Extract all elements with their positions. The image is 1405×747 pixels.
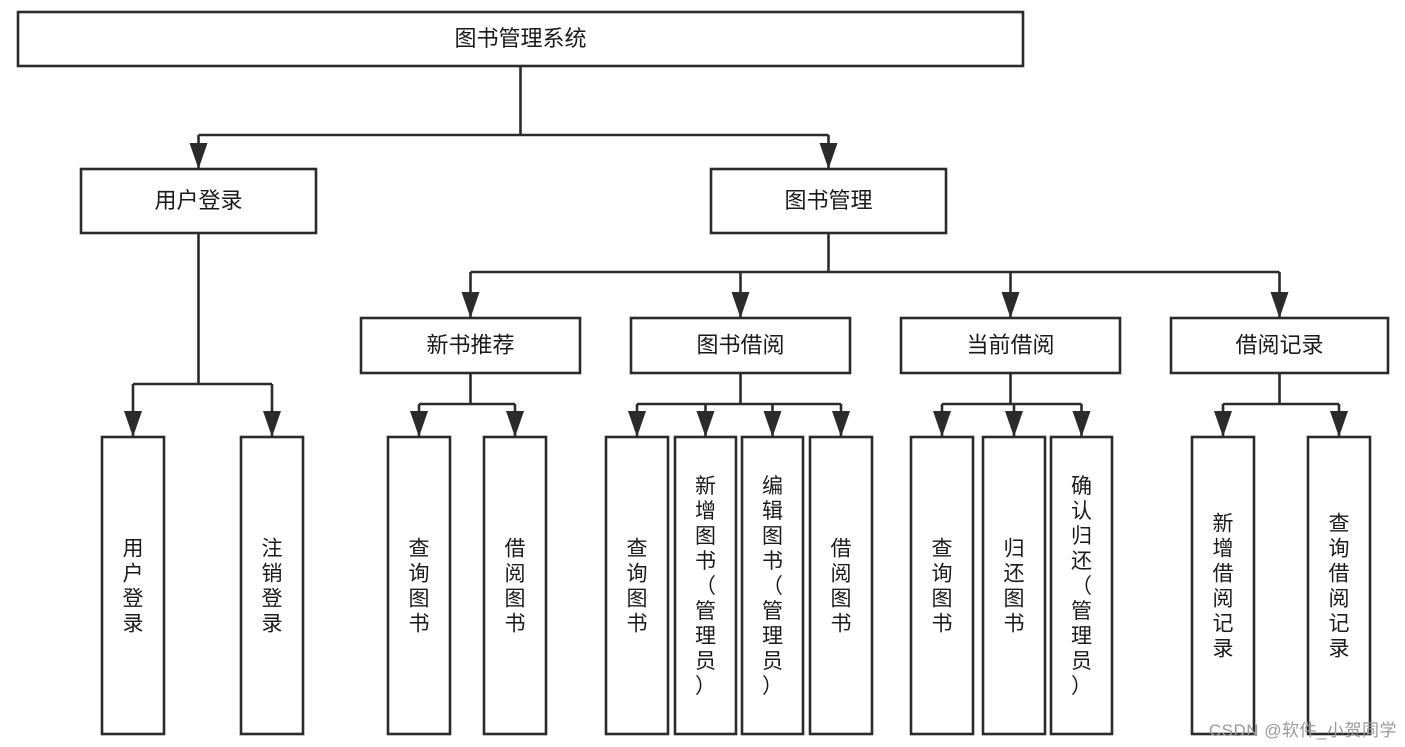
connectors-layer bbox=[124, 66, 1348, 437]
node-box-root bbox=[16, 10, 1025, 68]
node-leaf-confirm-return[interactable]: 确认归还（管理员） bbox=[1049, 435, 1114, 736]
arrow-head-icon-current-borrow bbox=[1001, 292, 1020, 318]
node-box-leaf-borrow-book-1 bbox=[482, 435, 548, 736]
arrow-head-icon-leaf-query-book-2 bbox=[628, 411, 646, 437]
node-box-leaf-user-logout bbox=[239, 435, 305, 736]
node-box-user-login bbox=[79, 167, 318, 235]
arrow-head-icon-leaf-query-book-1 bbox=[410, 411, 428, 437]
node-label-book-management: 图书管理 bbox=[784, 188, 872, 213]
node-box-leaf-user-login bbox=[100, 435, 166, 736]
node-leaf-user-login[interactable]: 用户登录 bbox=[100, 435, 166, 736]
node-leaf-query-book-1[interactable]: 查询图书 bbox=[386, 435, 452, 736]
node-label-leaf-user-login: 用户登录 bbox=[123, 538, 144, 636]
node-label-leaf-query-book-1: 查询图书 bbox=[409, 538, 430, 636]
node-label-leaf-query-book-3: 查询图书 bbox=[932, 538, 953, 636]
node-label-borrow-record: 借阅记录 bbox=[1235, 332, 1323, 357]
node-book-management[interactable]: 图书管理 bbox=[709, 167, 948, 235]
node-leaf-user-logout[interactable]: 注销登录 bbox=[239, 435, 305, 736]
node-box-book-borrow bbox=[629, 316, 852, 375]
node-box-borrow-record bbox=[1169, 316, 1390, 375]
arrow-head-icon-leaf-add-record bbox=[1214, 411, 1232, 437]
node-new-book-recommend[interactable]: 新书推荐 bbox=[359, 316, 582, 375]
node-label-leaf-add-record: 新增借阅记录 bbox=[1213, 513, 1234, 661]
node-label-new-book-recommend: 新书推荐 bbox=[426, 332, 514, 357]
node-leaf-query-book-3[interactable]: 查询图书 bbox=[909, 435, 975, 736]
arrow-head-icon-leaf-borrow-book-1 bbox=[506, 411, 524, 437]
node-label-leaf-query-record: 查询借阅记录 bbox=[1329, 513, 1350, 661]
node-book-borrow[interactable]: 图书借阅 bbox=[629, 316, 852, 375]
node-label-leaf-user-logout: 注销登录 bbox=[262, 538, 283, 636]
node-leaf-add-record[interactable]: 新增借阅记录 bbox=[1190, 435, 1256, 736]
node-label-leaf-confirm-return: 确认归还（管理员） bbox=[1071, 475, 1092, 698]
node-label-leaf-borrow-book-2: 借阅图书 bbox=[831, 538, 852, 636]
arrow-head-icon-book-management bbox=[819, 143, 838, 169]
node-label-leaf-borrow-book-1: 借阅图书 bbox=[505, 538, 526, 636]
arrow-head-icon-new-book-recommend bbox=[461, 292, 480, 318]
node-leaf-add-book[interactable]: 新增图书（管理员） bbox=[673, 435, 738, 736]
node-root[interactable]: 图书管理系统 bbox=[16, 10, 1025, 68]
node-box-leaf-query-book-2 bbox=[604, 435, 670, 736]
arrow-head-icon-leaf-query-record bbox=[1330, 411, 1348, 437]
node-box-book-management bbox=[709, 167, 948, 235]
node-box-current-borrow bbox=[899, 316, 1122, 375]
node-box-leaf-query-book-1 bbox=[386, 435, 452, 736]
node-label-leaf-edit-book: 编辑图书（管理员） bbox=[762, 475, 783, 698]
node-box-leaf-confirm-return bbox=[1049, 435, 1114, 736]
nodes-layer: 图书管理系统用户登录图书管理新书推荐图书借阅当前借阅借阅记录用户登录注销登录查询… bbox=[16, 10, 1390, 736]
node-box-leaf-query-record bbox=[1306, 435, 1372, 736]
arrow-head-icon-leaf-user-logout bbox=[263, 411, 281, 437]
arrow-head-icon-leaf-edit-book bbox=[763, 411, 782, 437]
node-box-new-book-recommend bbox=[359, 316, 582, 375]
node-label-leaf-return-book: 归还图书 bbox=[1004, 538, 1025, 636]
node-label-leaf-query-book-2: 查询图书 bbox=[627, 538, 648, 636]
node-box-leaf-return-book bbox=[981, 435, 1047, 736]
node-box-leaf-query-book-3 bbox=[909, 435, 975, 736]
node-leaf-borrow-book-1[interactable]: 借阅图书 bbox=[482, 435, 548, 736]
node-leaf-edit-book[interactable]: 编辑图书（管理员） bbox=[740, 435, 805, 736]
node-label-current-borrow: 当前借阅 bbox=[966, 332, 1054, 357]
node-label-book-borrow: 图书借阅 bbox=[696, 332, 784, 357]
node-leaf-query-record[interactable]: 查询借阅记录 bbox=[1306, 435, 1372, 736]
arrow-head-icon-leaf-borrow-book-2 bbox=[832, 411, 850, 437]
node-box-leaf-add-book bbox=[673, 435, 738, 736]
node-leaf-query-book-2[interactable]: 查询图书 bbox=[604, 435, 670, 736]
arrow-head-icon-leaf-add-book bbox=[696, 411, 715, 437]
node-label-leaf-add-book: 新增图书（管理员） bbox=[695, 475, 716, 698]
arrow-head-icon-book-borrow bbox=[731, 292, 750, 318]
arrow-head-icon-leaf-query-book-3 bbox=[933, 411, 951, 437]
node-leaf-borrow-book-2[interactable]: 借阅图书 bbox=[808, 435, 874, 736]
node-borrow-record[interactable]: 借阅记录 bbox=[1169, 316, 1390, 375]
node-leaf-return-book[interactable]: 归还图书 bbox=[981, 435, 1047, 736]
node-label-root: 图书管理系统 bbox=[454, 26, 586, 51]
node-box-leaf-borrow-book-2 bbox=[808, 435, 874, 736]
arrow-head-icon-user-login bbox=[189, 143, 208, 169]
node-box-leaf-edit-book bbox=[740, 435, 805, 736]
node-box-leaf-add-record bbox=[1190, 435, 1256, 736]
node-current-borrow[interactable]: 当前借阅 bbox=[899, 316, 1122, 375]
arrow-head-icon-leaf-return-book bbox=[1005, 411, 1023, 437]
csdn-watermark: CSDN @软件_小贺同学 bbox=[1208, 721, 1397, 740]
arrow-head-icon-leaf-user-login bbox=[124, 411, 142, 437]
node-label-user-login: 用户登录 bbox=[154, 188, 242, 213]
node-user-login[interactable]: 用户登录 bbox=[79, 167, 318, 235]
arrow-head-icon-leaf-confirm-return bbox=[1072, 411, 1091, 437]
arrow-head-icon-borrow-record bbox=[1270, 292, 1289, 318]
